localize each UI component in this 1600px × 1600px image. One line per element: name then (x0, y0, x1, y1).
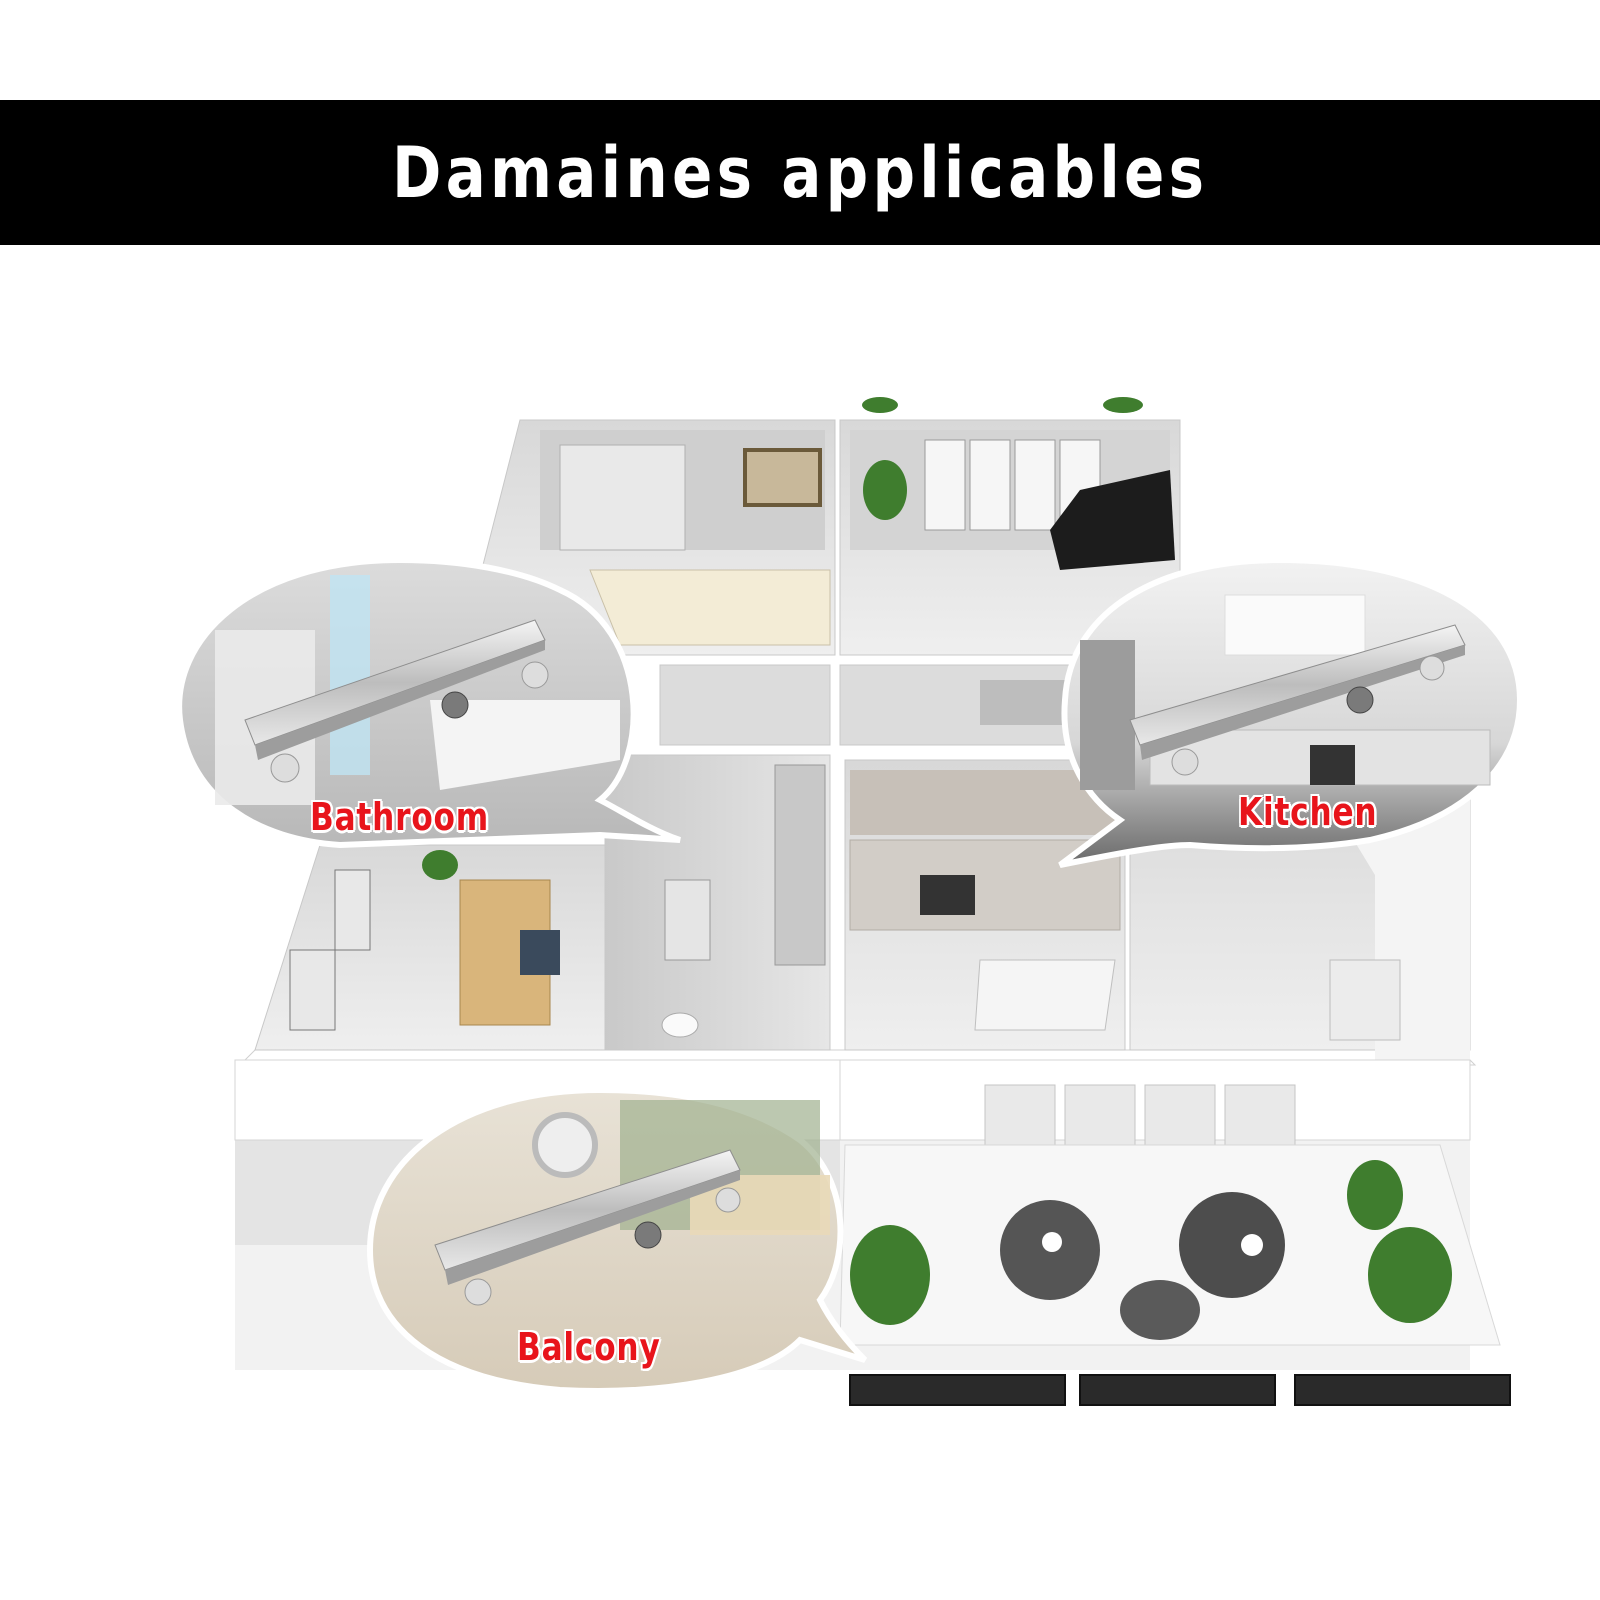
bathroom-callout (176, 556, 681, 849)
balcony-label: Balcony (517, 1325, 661, 1369)
linear-drain-bathroom (244, 619, 549, 783)
balcony-callout (366, 1086, 868, 1394)
kitchen-label: Kitchen (1238, 790, 1378, 834)
title-banner: Damaines applicables (0, 100, 1600, 245)
bathroom-label: Bathroom (310, 795, 490, 839)
house-floor-plan (234, 397, 1511, 1406)
banner-title: Damaines applicables (391, 131, 1209, 214)
terrace-plants (422, 397, 1452, 1325)
kitchen-callout (1058, 556, 1524, 868)
terrace-poufs (1000, 1192, 1285, 1340)
linear-drain-kitchen (1129, 624, 1466, 776)
balcony-railing (849, 1374, 1511, 1406)
linear-drain-balcony (434, 1149, 741, 1306)
